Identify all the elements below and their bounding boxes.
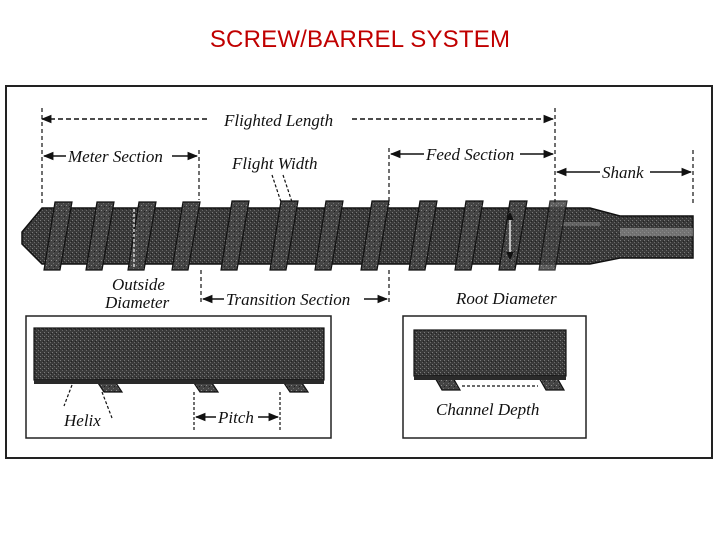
helix-leader-2 [63,384,73,407]
screw-body [21,207,694,265]
root-diameter-label: Root Diameter [455,289,557,308]
meter-section-label: Meter Section [67,147,163,166]
feed-section-label: Feed Section [425,145,514,164]
diameter-label: Diameter [104,293,170,312]
helix-leader [101,391,113,419]
shank-label: Shank [602,163,644,182]
flight-width-label: Flight Width [231,154,317,173]
pitch-detail-box [25,315,332,439]
pitch-label: Pitch [217,408,254,427]
page-title: SCREW/BARREL SYSTEM [209,26,511,53]
flighted-length-label: Flighted Length [223,111,333,130]
flight-width-leader-1 [271,174,282,203]
transition-section-label: Transition Section [226,290,350,309]
channel-detail-screw [413,329,567,391]
flight-width-leader-2 [282,174,293,203]
diagram-frame [5,85,713,459]
channel-depth-label: Channel Depth [436,400,539,419]
outside-label: Outside [112,275,165,294]
helix-label: Helix [63,411,101,430]
screw-flights [43,200,568,271]
channel-detail-box [402,315,587,439]
pitch-detail-screw [33,327,325,393]
